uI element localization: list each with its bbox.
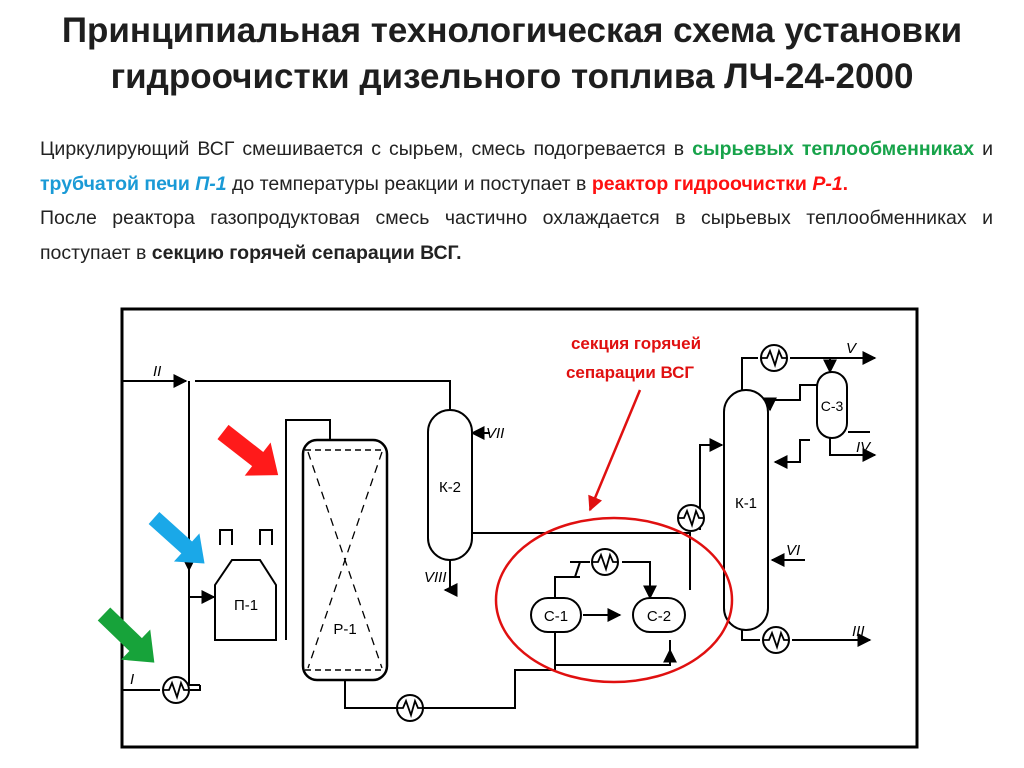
- stream-viii-label: VIII: [424, 569, 447, 586]
- callout-line-1: секция горячей: [571, 334, 701, 353]
- separator-c2: С-2: [632, 597, 686, 633]
- heat-exchanger-5: [760, 344, 788, 372]
- p1-furnace: трубчатой печи: [40, 172, 196, 195]
- heat-exchanger-4: [677, 504, 705, 532]
- r1-label: Р-1: [333, 621, 356, 638]
- stream-iii-label: III: [852, 623, 865, 640]
- p1-text-2: и: [974, 138, 993, 160]
- stream-i-label: I: [130, 671, 134, 688]
- reactor-r1: Р-1: [301, 438, 389, 682]
- stream-v-label: V: [846, 340, 858, 357]
- green-arrow: [97, 607, 155, 663]
- heat-exchanger-3: [591, 548, 619, 576]
- stream-vi-label: VI: [786, 542, 800, 559]
- p1-label: П-1: [234, 597, 258, 614]
- p1-heat-exchangers: сырьевых теплообменниках: [692, 138, 975, 160]
- p1-reactor-code: Р-1: [812, 172, 843, 195]
- heat-exchanger-6: [762, 626, 790, 654]
- page-title: Принципиальная технологическая схема уст…: [0, 8, 1024, 100]
- blue-arrow: [148, 512, 205, 564]
- stream-ii-label: II: [153, 363, 161, 380]
- stream-labels: I II III IV V VI VII VIII: [130, 340, 872, 688]
- p1-reactor: реактор гидроочистки: [591, 172, 813, 195]
- p2-separation-section: секцию горячей сепарации ВСГ.: [151, 241, 462, 264]
- separation-section-highlight: [494, 516, 734, 684]
- title-line-2: гидроочистки дизельного топлива ЛЧ-24-20…: [110, 57, 914, 96]
- separator-c3: С-3: [816, 371, 848, 439]
- callout-line-2: сепарации ВСГ: [566, 363, 694, 382]
- diagram-frame: [120, 307, 919, 749]
- column-k2: К-2: [427, 409, 473, 561]
- separator-c1: С-1: [530, 597, 582, 633]
- paragraph-1: Циркулирующий ВСГ смешивается с сырьем, …: [40, 132, 993, 201]
- furnace-p1: П-1: [214, 559, 277, 641]
- c2-label: С-2: [647, 608, 671, 625]
- heat-exchanger-2: [396, 694, 424, 722]
- c1-label: С-1: [544, 608, 568, 625]
- callout-pointer: [588, 389, 642, 512]
- red-arrow: [217, 424, 279, 476]
- p1-text-4: .: [842, 172, 849, 195]
- p1-text-1: Циркулирующий ВСГ смешивается с сырьем, …: [40, 138, 693, 160]
- p2-text-1: После реактора газопродуктовая смесь час…: [40, 207, 993, 264]
- k2-label: К-2: [439, 479, 461, 496]
- heat-exchanger-1: [162, 676, 190, 704]
- description-text: Циркулирующий ВСГ смешивается с сырьем, …: [40, 132, 993, 270]
- stream-vii-label: VII: [486, 425, 504, 442]
- stream-iv-label: IV: [856, 439, 872, 456]
- c3-label: С-3: [821, 398, 844, 414]
- title-line-1: Принципиальная технологическая схема уст…: [61, 11, 963, 50]
- k1-label: К-1: [735, 495, 757, 512]
- p1-furnace-code: П-1: [195, 172, 227, 195]
- paragraph-2: После реактора газопродуктовая смесь час…: [40, 201, 993, 270]
- column-k1: К-1: [723, 389, 769, 631]
- p1-text-3: до температуры реакции и поступает в: [226, 172, 592, 195]
